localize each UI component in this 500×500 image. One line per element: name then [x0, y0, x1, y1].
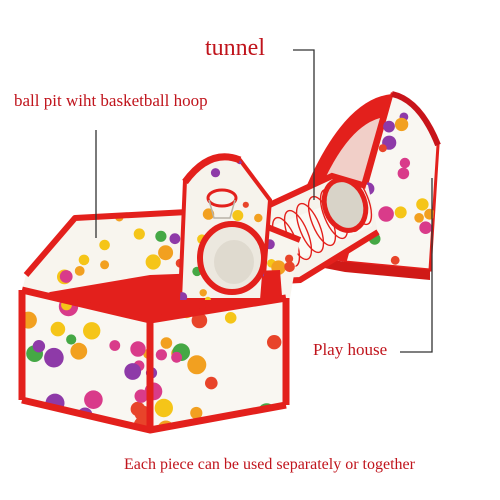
callout-lines: [95, 49, 433, 353]
ball-pit-label: ball pit wiht basketball hoop: [14, 91, 208, 110]
basketball-hoop: [177, 153, 273, 302]
polka-dot: [109, 340, 121, 351]
polka-dot: [232, 210, 244, 221]
play-house-label: Play house: [313, 340, 388, 359]
polka-dot: [204, 296, 211, 300]
polka-dot: [187, 355, 207, 375]
tunnel-ring: [295, 202, 325, 254]
hoop-tent-top: [182, 153, 242, 185]
polka-dot: [130, 341, 146, 357]
polka-dot: [169, 233, 181, 245]
polka-dot: [84, 390, 103, 410]
polka-dot: [99, 239, 110, 251]
polka-dot: [205, 376, 218, 390]
polka-dot: [267, 335, 282, 350]
polka-dot: [180, 292, 188, 300]
polka-dot: [394, 206, 407, 219]
caption: Each piece can be used separately or tog…: [124, 456, 415, 473]
polka-dot: [37, 409, 48, 420]
polka-dot: [124, 363, 142, 380]
tunnel-callout-line: [293, 49, 315, 200]
polka-dot: [378, 144, 387, 153]
hoop-ring: [206, 188, 238, 208]
polka-dot: [399, 157, 411, 169]
polka-dot: [134, 389, 148, 403]
polka-dot: [390, 255, 400, 265]
polka-dot: [44, 347, 64, 368]
polka-dot: [59, 420, 75, 430]
polka-dot: [394, 117, 409, 132]
tunnel-end-opening: [321, 177, 369, 233]
polka-dot: [171, 351, 183, 363]
play-house-ridge: [391, 91, 441, 147]
polka-dot: [32, 340, 46, 353]
polka-dot: [145, 254, 161, 270]
polka-dot: [70, 342, 88, 360]
polka-dot: [50, 321, 66, 337]
polka-dot: [158, 245, 174, 261]
play-house-callout-line: [400, 178, 433, 353]
polka-dot: [160, 337, 173, 349]
polka-dot: [254, 213, 263, 223]
polka-dot: [100, 260, 110, 270]
polka-dot: [155, 230, 167, 242]
polka-dot: [74, 266, 85, 276]
polka-dot: [416, 198, 429, 211]
polka-dot: [419, 221, 432, 234]
polka-dot: [83, 322, 101, 340]
tunnel-label: tunnel: [205, 35, 265, 61]
polka-dot: [191, 312, 208, 329]
polka-dot: [397, 167, 410, 180]
ball-pit: [18, 286, 290, 434]
polka-dot: [78, 254, 90, 266]
polka-dot: [59, 270, 73, 283]
polka-dot: [154, 398, 173, 418]
polka-dot: [210, 168, 221, 178]
polka-dot: [155, 349, 167, 361]
polka-dot: [66, 334, 77, 345]
polka-dot: [414, 213, 424, 223]
polka-dot: [383, 120, 395, 133]
polka-dot: [199, 289, 207, 297]
polka-dot: [378, 206, 394, 222]
hoop-net: [208, 199, 236, 219]
polka-dot: [242, 201, 249, 208]
polka-dot: [224, 312, 237, 324]
polka-dot: [284, 261, 295, 273]
polka-dot: [190, 406, 203, 420]
polka-dot: [133, 228, 145, 240]
polka-dot: [285, 254, 294, 263]
